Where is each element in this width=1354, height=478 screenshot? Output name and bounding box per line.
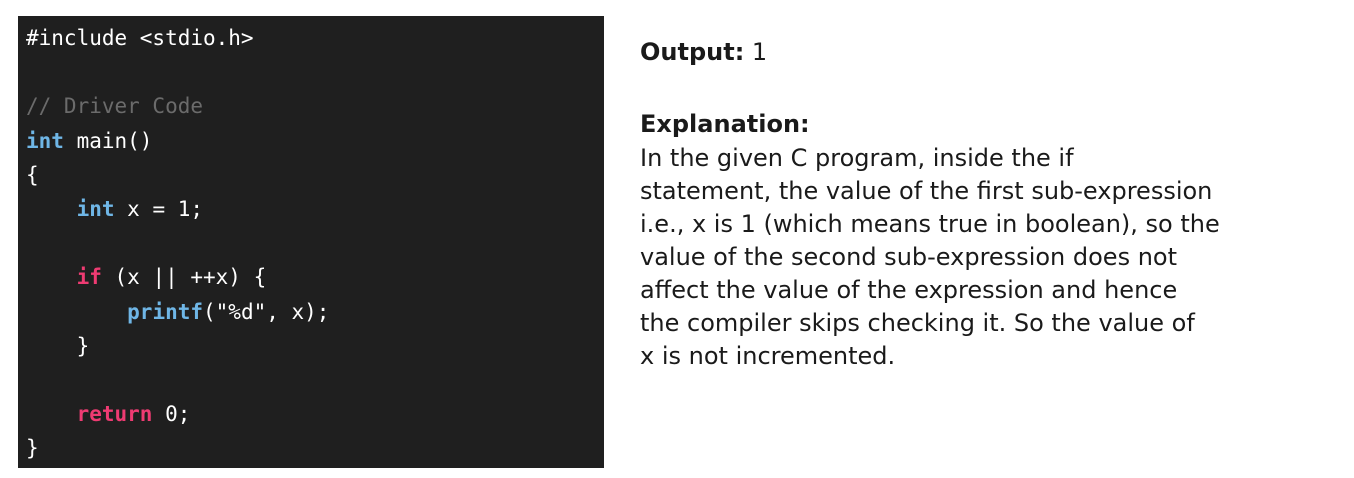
explanation-line: statement, the value of the first sub-ex… xyxy=(640,177,1213,205)
code-token-kw: return xyxy=(76,402,153,427)
code-line: #include <stdio.h> xyxy=(26,24,254,52)
explanation-line: i.e., x is 1 (which means true in boolea… xyxy=(640,210,1220,238)
code-line: int main() xyxy=(26,127,152,155)
code-token-plain xyxy=(26,402,77,426)
code-token-plain: ("%d", x); xyxy=(203,299,330,324)
code-token-plain: { xyxy=(26,162,39,187)
code-token-fn: printf xyxy=(127,299,204,324)
code-line: int x = 1; xyxy=(26,195,203,223)
code-token-plain: x = 1; xyxy=(114,197,204,221)
code-line: } xyxy=(26,434,39,462)
code-line: if (x || ++x) { xyxy=(26,263,267,291)
explanation-heading: Explanation: xyxy=(640,110,810,138)
code-line: // Driver Code xyxy=(26,92,203,120)
code-token-plain: } xyxy=(26,436,39,461)
code-line: printf("%d", x); xyxy=(26,298,329,326)
explanation-line: In the given C program, inside the if xyxy=(640,144,1074,172)
code-line: return 0; xyxy=(26,400,191,428)
code-token-plain: } xyxy=(26,333,90,358)
code-token-plain: #include <stdio.h> xyxy=(26,26,254,50)
code-token-type: int xyxy=(26,128,64,153)
code-token-plain xyxy=(26,265,77,289)
code-token-plain: 0; xyxy=(152,402,191,427)
code-line: { xyxy=(26,161,39,189)
code-token-plain: (x || ++x) { xyxy=(101,265,267,290)
code-token-plain xyxy=(26,300,127,324)
explanation-panel: Output: 1 Explanation: In the given C pr… xyxy=(640,0,1345,478)
code-block: #include <stdio.h> // Driver Code int main… xyxy=(18,16,604,468)
code-token-comment: // Driver Code xyxy=(26,94,204,119)
explanation-line: affect the value of the expression and h… xyxy=(640,276,1178,304)
output-label: Output: xyxy=(640,38,745,66)
code-token-kw: if xyxy=(76,265,102,290)
output-value: 1 xyxy=(744,38,768,66)
code-token-type: int xyxy=(76,197,115,221)
code-token-plain: main() xyxy=(63,128,153,153)
explanation-line: the compiler skips checking it. So the v… xyxy=(640,309,1195,337)
code-token-plain xyxy=(26,197,77,221)
output-line: Output: 1 xyxy=(640,36,767,68)
code-line: } xyxy=(26,332,90,360)
explanation-body: In the given C program, inside the if sta… xyxy=(640,142,1340,373)
explanation-line: x is not incremented. xyxy=(640,342,896,370)
explanation-line: value of the second sub-expression does … xyxy=(640,243,1177,271)
